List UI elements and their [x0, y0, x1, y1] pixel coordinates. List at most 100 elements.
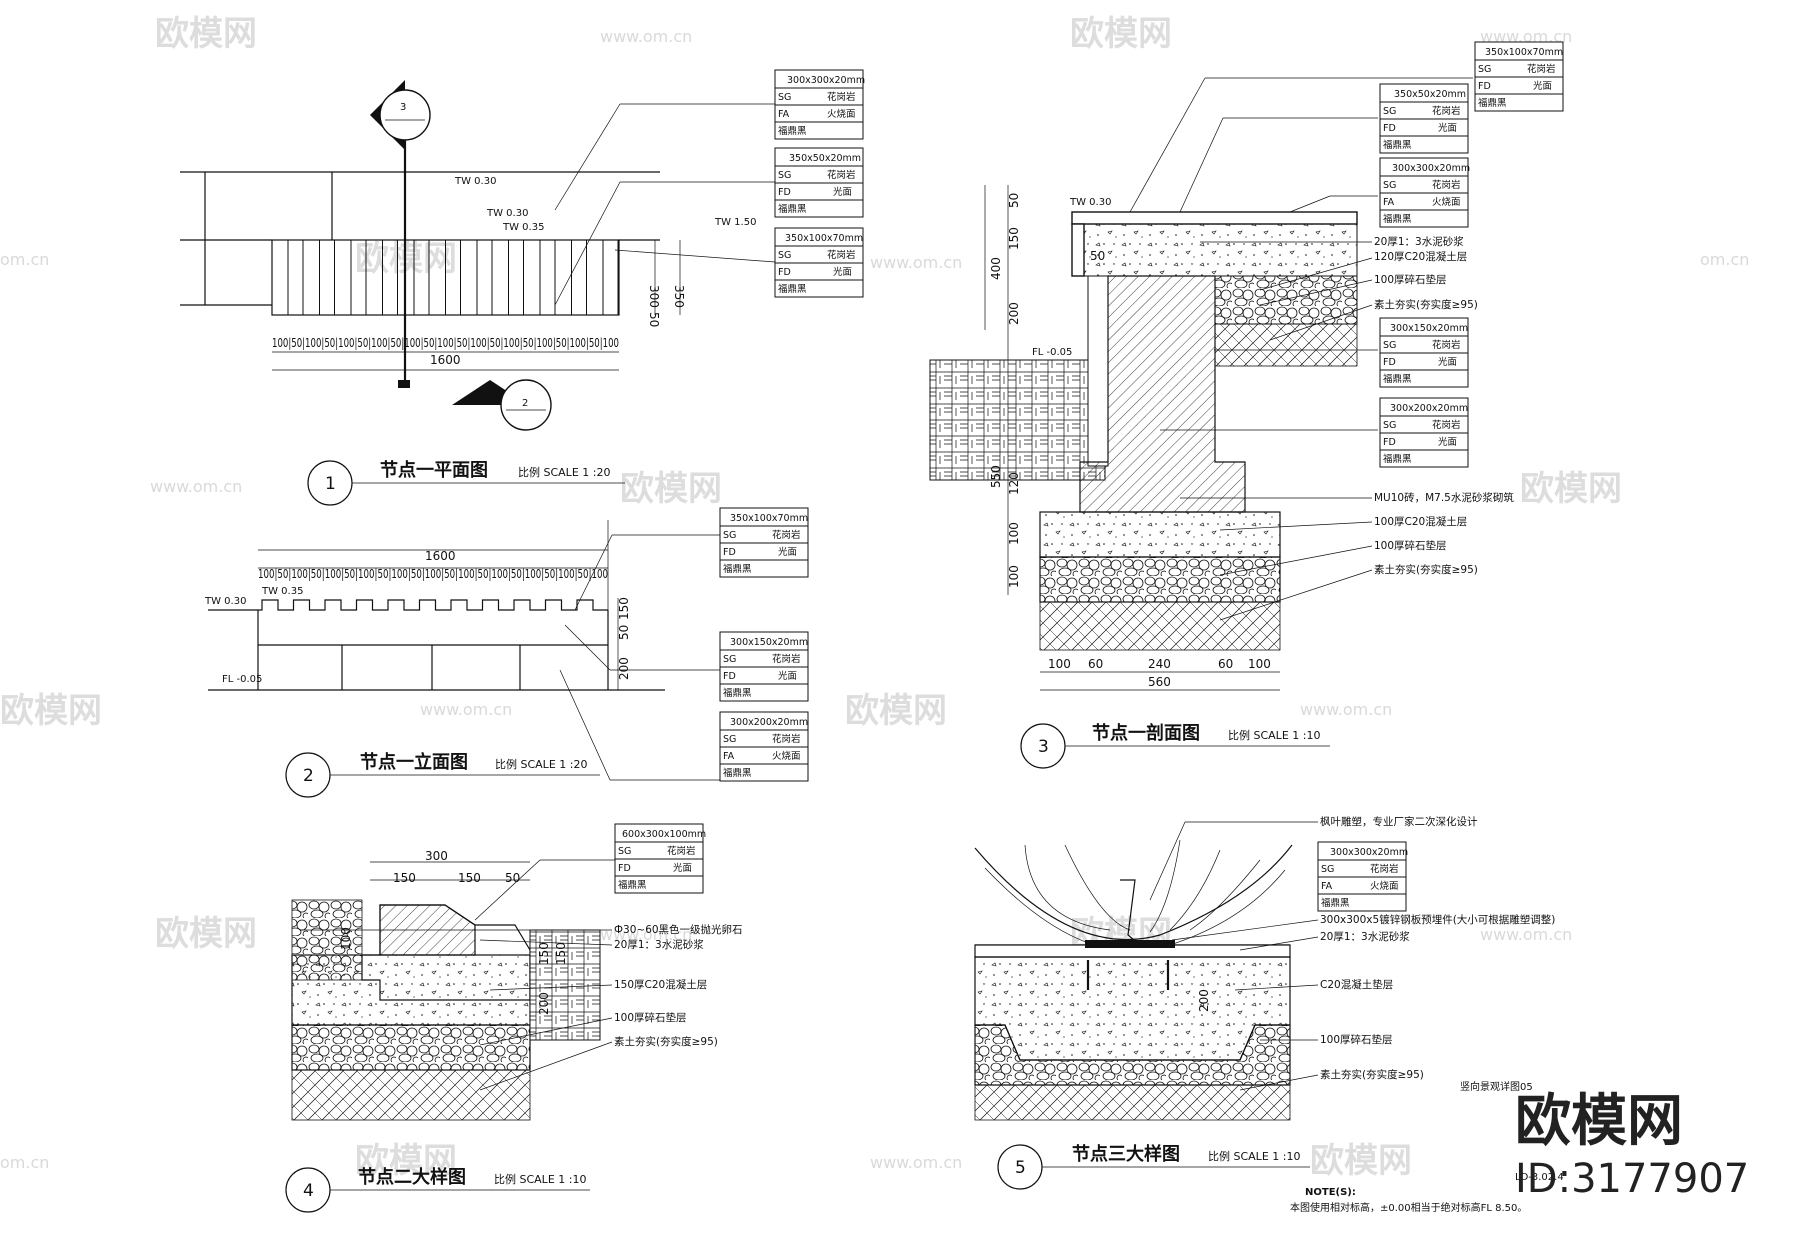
section-number: 2	[522, 398, 528, 409]
svg-text:SG: SG	[1321, 864, 1334, 875]
level-label: TW 0.30	[1069, 197, 1111, 208]
node2-elevation: 1600 100|50|100|50|100|50|100|50|100|50|…	[204, 507, 809, 798]
svg-text:300x150x20mm: 300x150x20mm	[730, 637, 808, 648]
svg-text:350x100x70mm: 350x100x70mm	[730, 513, 808, 524]
svg-text:FD: FD	[1383, 357, 1396, 368]
svg-text:火烧面: 火烧面	[772, 750, 801, 762]
watermark-url: om.cn	[0, 1153, 49, 1172]
watermark-brand-large: 欧模网	[1515, 1089, 1683, 1154]
node-number: 2	[303, 766, 314, 786]
svg-text:福鼎黑: 福鼎黑	[723, 687, 752, 699]
dimension: 400	[989, 257, 1003, 280]
svg-text:FA: FA	[1383, 197, 1395, 208]
svg-text:光面: 光面	[778, 670, 797, 682]
dimension: 60	[1218, 657, 1233, 671]
section-marker-bottom: 2	[452, 379, 552, 431]
svg-text:福鼎黑: 福鼎黑	[778, 283, 807, 295]
dimension-total: 1600	[425, 549, 456, 563]
segment-dimensions: 100|50|100|50|100|50|100|50|100|50|100|5…	[272, 336, 619, 350]
svg-text:福鼎黑: 福鼎黑	[1321, 897, 1350, 909]
watermark-brand: 欧模网	[1310, 1141, 1412, 1181]
callout-text: 120厚C20混凝土层	[1374, 250, 1467, 263]
svg-text:福鼎黑: 福鼎黑	[1383, 213, 1412, 225]
svg-text:SG: SG	[778, 92, 791, 103]
svg-text:SG: SG	[723, 530, 736, 541]
material-tag-300x150: 300x150x20mm SG 花岗岩 FD 光面 福鼎黑	[1379, 317, 1469, 388]
watermark-brand: 欧模网	[355, 1141, 457, 1181]
callout-text: 素土夯实(夯实度≥95)	[1374, 563, 1478, 576]
dimension: 50	[1090, 249, 1105, 263]
level-label: TW 0.30	[204, 596, 246, 607]
svg-text:花岗岩: 花岗岩	[1432, 339, 1461, 351]
dimension: 150	[554, 942, 568, 965]
svg-text:福鼎黑: 福鼎黑	[723, 767, 752, 779]
plan-slat	[476, 239, 493, 316]
plan-slat	[319, 239, 335, 316]
node3-section: 50 150 400 200 550 120 100 100 50 TW 0.3…	[929, 41, 1564, 769]
svg-text:SG: SG	[723, 734, 736, 745]
dimension: 200	[537, 992, 551, 1015]
svg-text:350x100x70mm: 350x100x70mm	[1485, 47, 1563, 58]
svg-text:福鼎黑: 福鼎黑	[1383, 373, 1412, 385]
svg-text:花岗岩: 花岗岩	[772, 653, 801, 665]
plan-slat	[571, 239, 587, 316]
svg-text:FD: FD	[618, 863, 631, 874]
watermark-url: www.om.cn	[150, 477, 242, 496]
dimension: 50	[647, 312, 661, 327]
node-number: 3	[1038, 737, 1049, 757]
svg-text:SG: SG	[778, 250, 791, 261]
sheet-ref: LD-3.02.4	[1515, 1172, 1564, 1183]
node5-detail: 200 枫叶雕塑，专业厂家二次深化设计 300x300x5镀锌钢板预埋件(大小可…	[974, 815, 1555, 1190]
watermark-layer: 欧模网 www.om.cn 欧模网 www.om.cn 欧模网 www.om.c…	[0, 14, 1749, 1181]
node4-detail: 300 150 150 50 100 150 200 150 Ф30~60黑色一…	[285, 823, 743, 1213]
svg-text:火烧面: 火烧面	[1370, 880, 1399, 892]
callout-text: 20厚1：3水泥砂浆	[1320, 930, 1410, 943]
svg-text:SG: SG	[1383, 340, 1396, 351]
dimension: 200	[1007, 302, 1021, 325]
svg-text:FD: FD	[1478, 81, 1491, 92]
dimension: 300	[425, 849, 448, 863]
dimension: 350	[672, 285, 686, 308]
watermark-url: www.om.cn	[600, 925, 692, 944]
dimension: 550	[989, 465, 1003, 488]
svg-text:花岗岩: 花岗岩	[772, 733, 801, 745]
svg-text:花岗岩: 花岗岩	[1432, 419, 1461, 431]
plan-slat	[287, 239, 304, 316]
svg-text:光面: 光面	[1438, 122, 1457, 134]
svg-text:花岗岩: 花岗岩	[1432, 179, 1461, 191]
plan-slat	[445, 239, 461, 316]
dimension: 100	[1248, 657, 1271, 671]
callout-text: 300x300x5镀锌钢板预埋件(大小可根据雕塑调整)	[1320, 913, 1555, 926]
watermark-url: www.om.cn	[870, 253, 962, 272]
node1-plan: 3 TW 0.30 TW 0.30 TW 0.35 TW 1.50 300 35…	[180, 69, 865, 506]
callout-text: Ф30~60黑色一级抛光卵石	[614, 923, 743, 936]
svg-text:光面: 光面	[1438, 356, 1457, 368]
watermark-url: www.om.cn	[420, 700, 512, 719]
dimension: 100	[1048, 657, 1071, 671]
node-number: 5	[1015, 1158, 1026, 1178]
svg-text:福鼎黑: 福鼎黑	[778, 125, 807, 137]
callout-text: 20厚1：3水泥砂浆	[1374, 235, 1464, 248]
svg-text:FD: FD	[1383, 123, 1396, 134]
svg-text:300x150x20mm: 300x150x20mm	[1390, 323, 1468, 334]
plan-slat	[602, 239, 619, 316]
svg-text:SG: SG	[1383, 420, 1396, 431]
sheet-ref: 竖向景观详图05	[1460, 1080, 1533, 1093]
svg-text:FD: FD	[723, 671, 736, 682]
callout-text: 20厚1：3水泥砂浆	[614, 938, 704, 951]
watermark-url: om.cn	[1700, 250, 1749, 269]
svg-text:300x200x20mm: 300x200x20mm	[1390, 403, 1468, 414]
dimension: 200	[1197, 989, 1211, 1012]
svg-text:300x300x20mm: 300x300x20mm	[1392, 163, 1470, 174]
node-number: 1	[325, 474, 336, 494]
callout-text: 枫叶雕塑，专业厂家二次深化设计	[1320, 815, 1478, 828]
section-marker-top: 3	[370, 80, 431, 150]
level-label: TW 0.35	[502, 222, 544, 233]
level-label: FL -0.05	[222, 674, 262, 685]
node-title: 节点三大样图	[1072, 1143, 1180, 1165]
dimension: 100	[339, 927, 353, 950]
svg-text:SG: SG	[1478, 64, 1491, 75]
